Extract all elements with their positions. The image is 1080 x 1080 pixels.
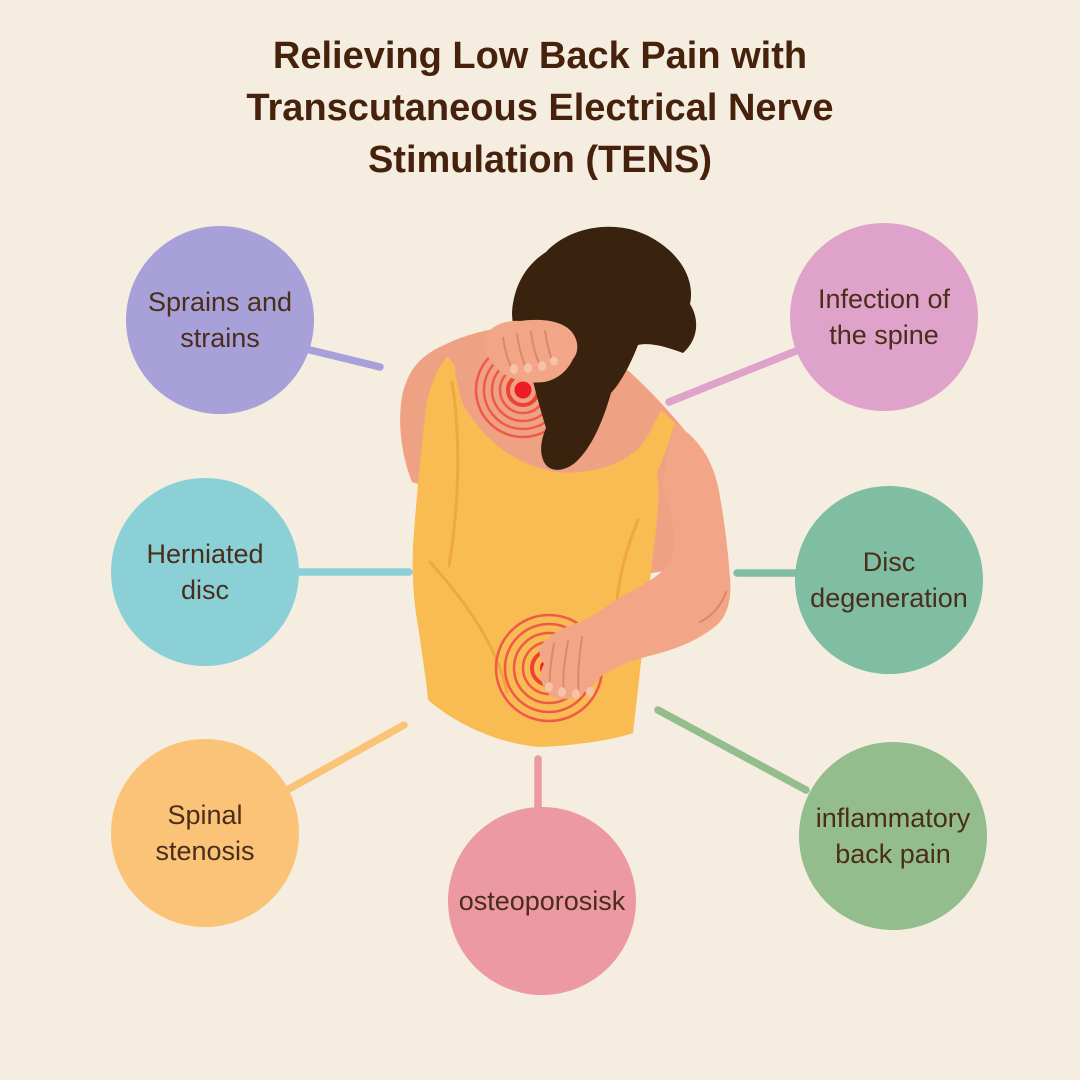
connector-sprains-strains bbox=[302, 345, 384, 371]
cause-label-inflammatory-back-pain: inflammatory back pain bbox=[815, 803, 971, 869]
connector-infection-spine bbox=[665, 347, 800, 406]
figure-right-arm bbox=[539, 424, 731, 700]
connector-spinal-stenosis bbox=[285, 721, 408, 793]
cause-label-disc-degeneration: Disc degeneration bbox=[810, 547, 968, 613]
cause-label-infection-spine: Infection of the spine bbox=[817, 284, 951, 350]
figure-left-hand bbox=[483, 319, 578, 383]
figure-woman bbox=[400, 226, 731, 747]
figure-hair bbox=[512, 226, 697, 470]
cause-bubble-disc-degeneration: Disc degeneration bbox=[795, 486, 983, 674]
page-title: Relieving Low Back Pain with Transcutane… bbox=[246, 35, 834, 181]
cause-bubble-inflammatory-back-pain: inflammatory back pain bbox=[799, 742, 987, 930]
cause-bubble-herniated-disc: Herniated disc bbox=[111, 478, 299, 666]
cause-label-spinal-stenosis: Spinal stenosis bbox=[155, 800, 255, 866]
cause-bubble-infection-spine: Infection of the spine bbox=[790, 223, 978, 411]
cause-bubble-osteoporosisk: osteoporosisk bbox=[448, 807, 636, 995]
cause-label-osteoporosisk: osteoporosisk bbox=[458, 886, 626, 916]
cause-bubble-sprains-strains: Sprains and strains bbox=[126, 226, 314, 414]
connector-lines bbox=[285, 345, 810, 816]
cause-label-herniated-disc: Herniated disc bbox=[146, 539, 264, 605]
cause-label-sprains-strains: Sprains and strains bbox=[147, 287, 293, 353]
connector-inflammatory-back-pain bbox=[654, 706, 810, 794]
cause-bubble-spinal-stenosis: Spinal stenosis bbox=[111, 739, 299, 927]
